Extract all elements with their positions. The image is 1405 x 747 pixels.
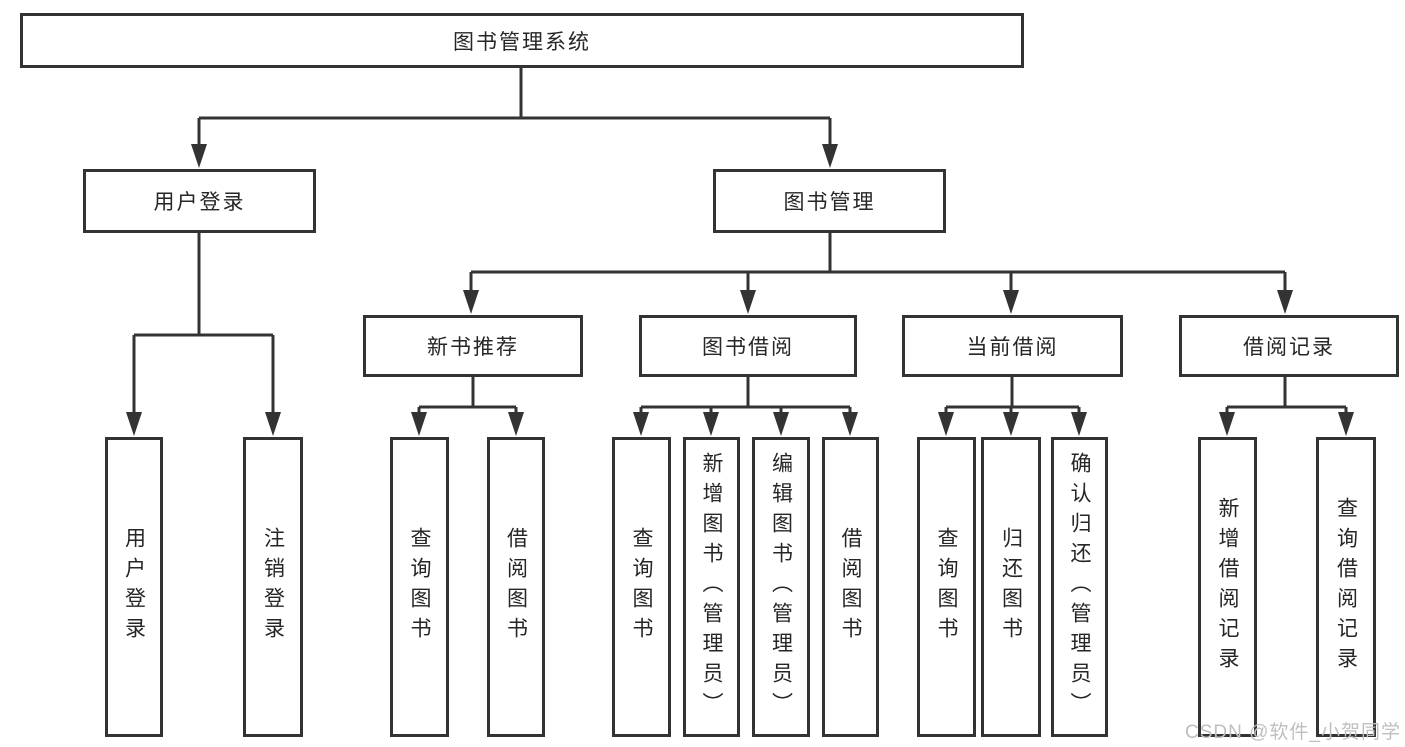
leaf-edit-book-admin: 编辑图书（管理员） — [752, 437, 810, 737]
arrow-down-icon — [822, 144, 838, 168]
arrow-down-icon — [773, 412, 789, 436]
node-label: 图书借阅 — [702, 336, 794, 359]
node-label: 新增借阅记录 — [1216, 497, 1239, 677]
leaf-add-book-admin: 新增图书（管理员） — [683, 437, 740, 737]
arrow-down-icon — [1338, 412, 1354, 436]
node-label: 借阅记录 — [1243, 336, 1335, 359]
node-label: 图书管理系统 — [453, 30, 591, 54]
node-label: 图书管理 — [783, 191, 876, 214]
node-user-login: 用户登录 — [83, 169, 316, 233]
node-label: 确认归还（管理员） — [1068, 452, 1091, 722]
node-label: 查询图书 — [630, 527, 653, 647]
arrow-down-icon — [633, 412, 649, 436]
arrow-down-icon — [1277, 290, 1293, 314]
arrow-down-icon — [126, 412, 142, 436]
node-label: 编辑图书（管理员） — [769, 452, 793, 722]
node-label: 借阅图书 — [504, 527, 528, 647]
arrow-down-icon — [1071, 412, 1087, 436]
arrow-down-icon — [703, 412, 719, 436]
node-label: 查询借阅记录 — [1334, 497, 1358, 677]
leaf-query-borrow-record: 查询借阅记录 — [1316, 437, 1376, 737]
arrow-down-icon — [1003, 290, 1019, 314]
node-label: 归还图书 — [999, 527, 1023, 647]
node-borrow-records: 借阅记录 — [1179, 315, 1399, 377]
node-label: 当前借阅 — [966, 336, 1059, 359]
node-label: 借阅图书 — [839, 527, 862, 647]
csdn-watermark: CSDN @软件_小贺同学 — [1185, 722, 1401, 743]
leaf-query-books-current: 查询图书 — [917, 437, 976, 737]
leaf-user-login: 用户登录 — [105, 437, 163, 737]
node-label: 用户登录 — [122, 527, 146, 647]
leaf-add-borrow-record: 新增借阅记录 — [1198, 437, 1257, 737]
arrow-down-icon — [265, 412, 281, 436]
arrow-down-icon — [842, 412, 858, 436]
node-label: 查询图书 — [408, 527, 431, 647]
arrow-down-icon — [740, 290, 756, 314]
leaf-borrow-books-recommend: 借阅图书 — [487, 437, 545, 737]
node-new-book-recommend: 新书推荐 — [363, 315, 583, 377]
node-label: 注销登录 — [261, 527, 285, 647]
node-label: 查询图书 — [935, 527, 958, 647]
leaf-logout: 注销登录 — [243, 437, 303, 737]
arrow-down-icon — [191, 144, 207, 168]
leaf-borrow-books: 借阅图书 — [822, 437, 879, 737]
node-book-borrow: 图书借阅 — [639, 315, 857, 377]
arrow-down-icon — [1219, 412, 1235, 436]
node-label: 用户登录 — [153, 191, 246, 214]
arrow-down-icon — [1003, 412, 1019, 436]
arrow-down-icon — [463, 290, 479, 314]
leaf-query-books-recommend: 查询图书 — [390, 437, 449, 737]
node-book-management: 图书管理 — [713, 169, 946, 233]
leaf-confirm-return-admin: 确认归还（管理员） — [1051, 437, 1108, 737]
arrow-down-icon — [411, 412, 427, 436]
node-label: 新书推荐 — [427, 336, 519, 359]
leaf-return-book: 归还图书 — [981, 437, 1041, 737]
node-current-borrow: 当前借阅 — [902, 315, 1123, 377]
node-label: 新增图书（管理员） — [700, 452, 723, 722]
node-root-system: 图书管理系统 — [20, 13, 1024, 68]
arrow-down-icon — [508, 412, 524, 436]
leaf-query-books-borrow: 查询图书 — [612, 437, 671, 737]
arrow-down-icon — [938, 412, 954, 436]
